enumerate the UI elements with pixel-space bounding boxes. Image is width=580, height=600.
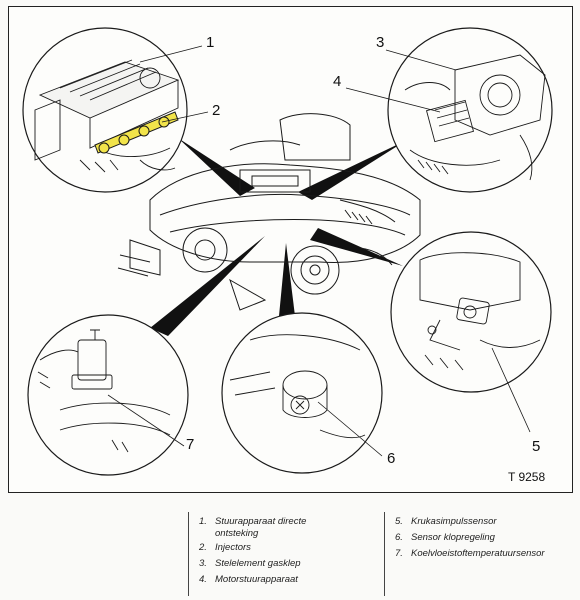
wedge-top-right — [298, 140, 407, 200]
engine-overview — [117, 113, 421, 311]
callout-3: 3 — [376, 34, 385, 51]
injector-rail-highlight — [94, 111, 179, 154]
legend-text: Koelvloeistoftemperatuursensor — [411, 548, 545, 559]
wedge-top-left — [178, 138, 255, 196]
detail-circle-crank-sensor — [390, 231, 552, 433]
detail-circle-knock-sensor — [221, 312, 383, 474]
legend-item-7: 7. Koelvloeistoftemperatuursensor — [395, 548, 545, 560]
legend-number: 3. — [199, 558, 207, 569]
legend-text: Stuurapparaat directe — [215, 516, 307, 527]
legend-text: Motorstuurapparaat — [215, 574, 298, 585]
callout-4: 4 — [333, 73, 342, 90]
legend-item-2: 2. Injectors — [199, 542, 251, 554]
wedge-right — [310, 228, 403, 266]
detail-circle-throttle-ecu — [345, 27, 553, 193]
detail-circle-coolant-sensor — [27, 314, 189, 476]
legend-item-6: 6. Sensor klopregeling — [395, 532, 495, 544]
legend-text-continued: ontsteking — [215, 528, 259, 539]
figure-code: T 9258 — [508, 470, 546, 484]
legend-number: 4. — [199, 574, 207, 585]
legend-text: Stelelement gasklep — [215, 558, 301, 569]
callout-2: 2 — [212, 102, 221, 119]
callout-1: 1 — [206, 34, 215, 51]
callout-5: 5 — [532, 438, 541, 455]
wedge-bottom — [279, 243, 295, 316]
legend-number: 7. — [395, 548, 403, 559]
callout-7: 7 — [186, 436, 195, 453]
legend-number: 5. — [395, 516, 403, 527]
legend-number: 6. — [395, 532, 403, 543]
legend-number: 2. — [199, 542, 207, 553]
legend-number: 1. — [199, 516, 207, 527]
legend-item-4: 4. Motorstuurapparaat — [199, 574, 298, 586]
legend-item-5: 5. Krukasimpulssensor — [395, 516, 497, 528]
wedge-bottom-left — [150, 236, 265, 336]
callout-6: 6 — [387, 450, 396, 467]
legend-text: Krukasimpulssensor — [411, 516, 497, 527]
legend-column-right: 5. Krukasimpulssensor 6. Sensor klopregeli… — [384, 512, 580, 596]
detail-circle-ignition-injectors — [22, 27, 209, 193]
legend-item-3: 3. Stelelement gasklep — [199, 558, 301, 570]
legend-text: Sensor klopregeling — [411, 532, 495, 543]
pointer-wedges — [150, 138, 407, 336]
legend-text: Injectors — [215, 542, 251, 553]
